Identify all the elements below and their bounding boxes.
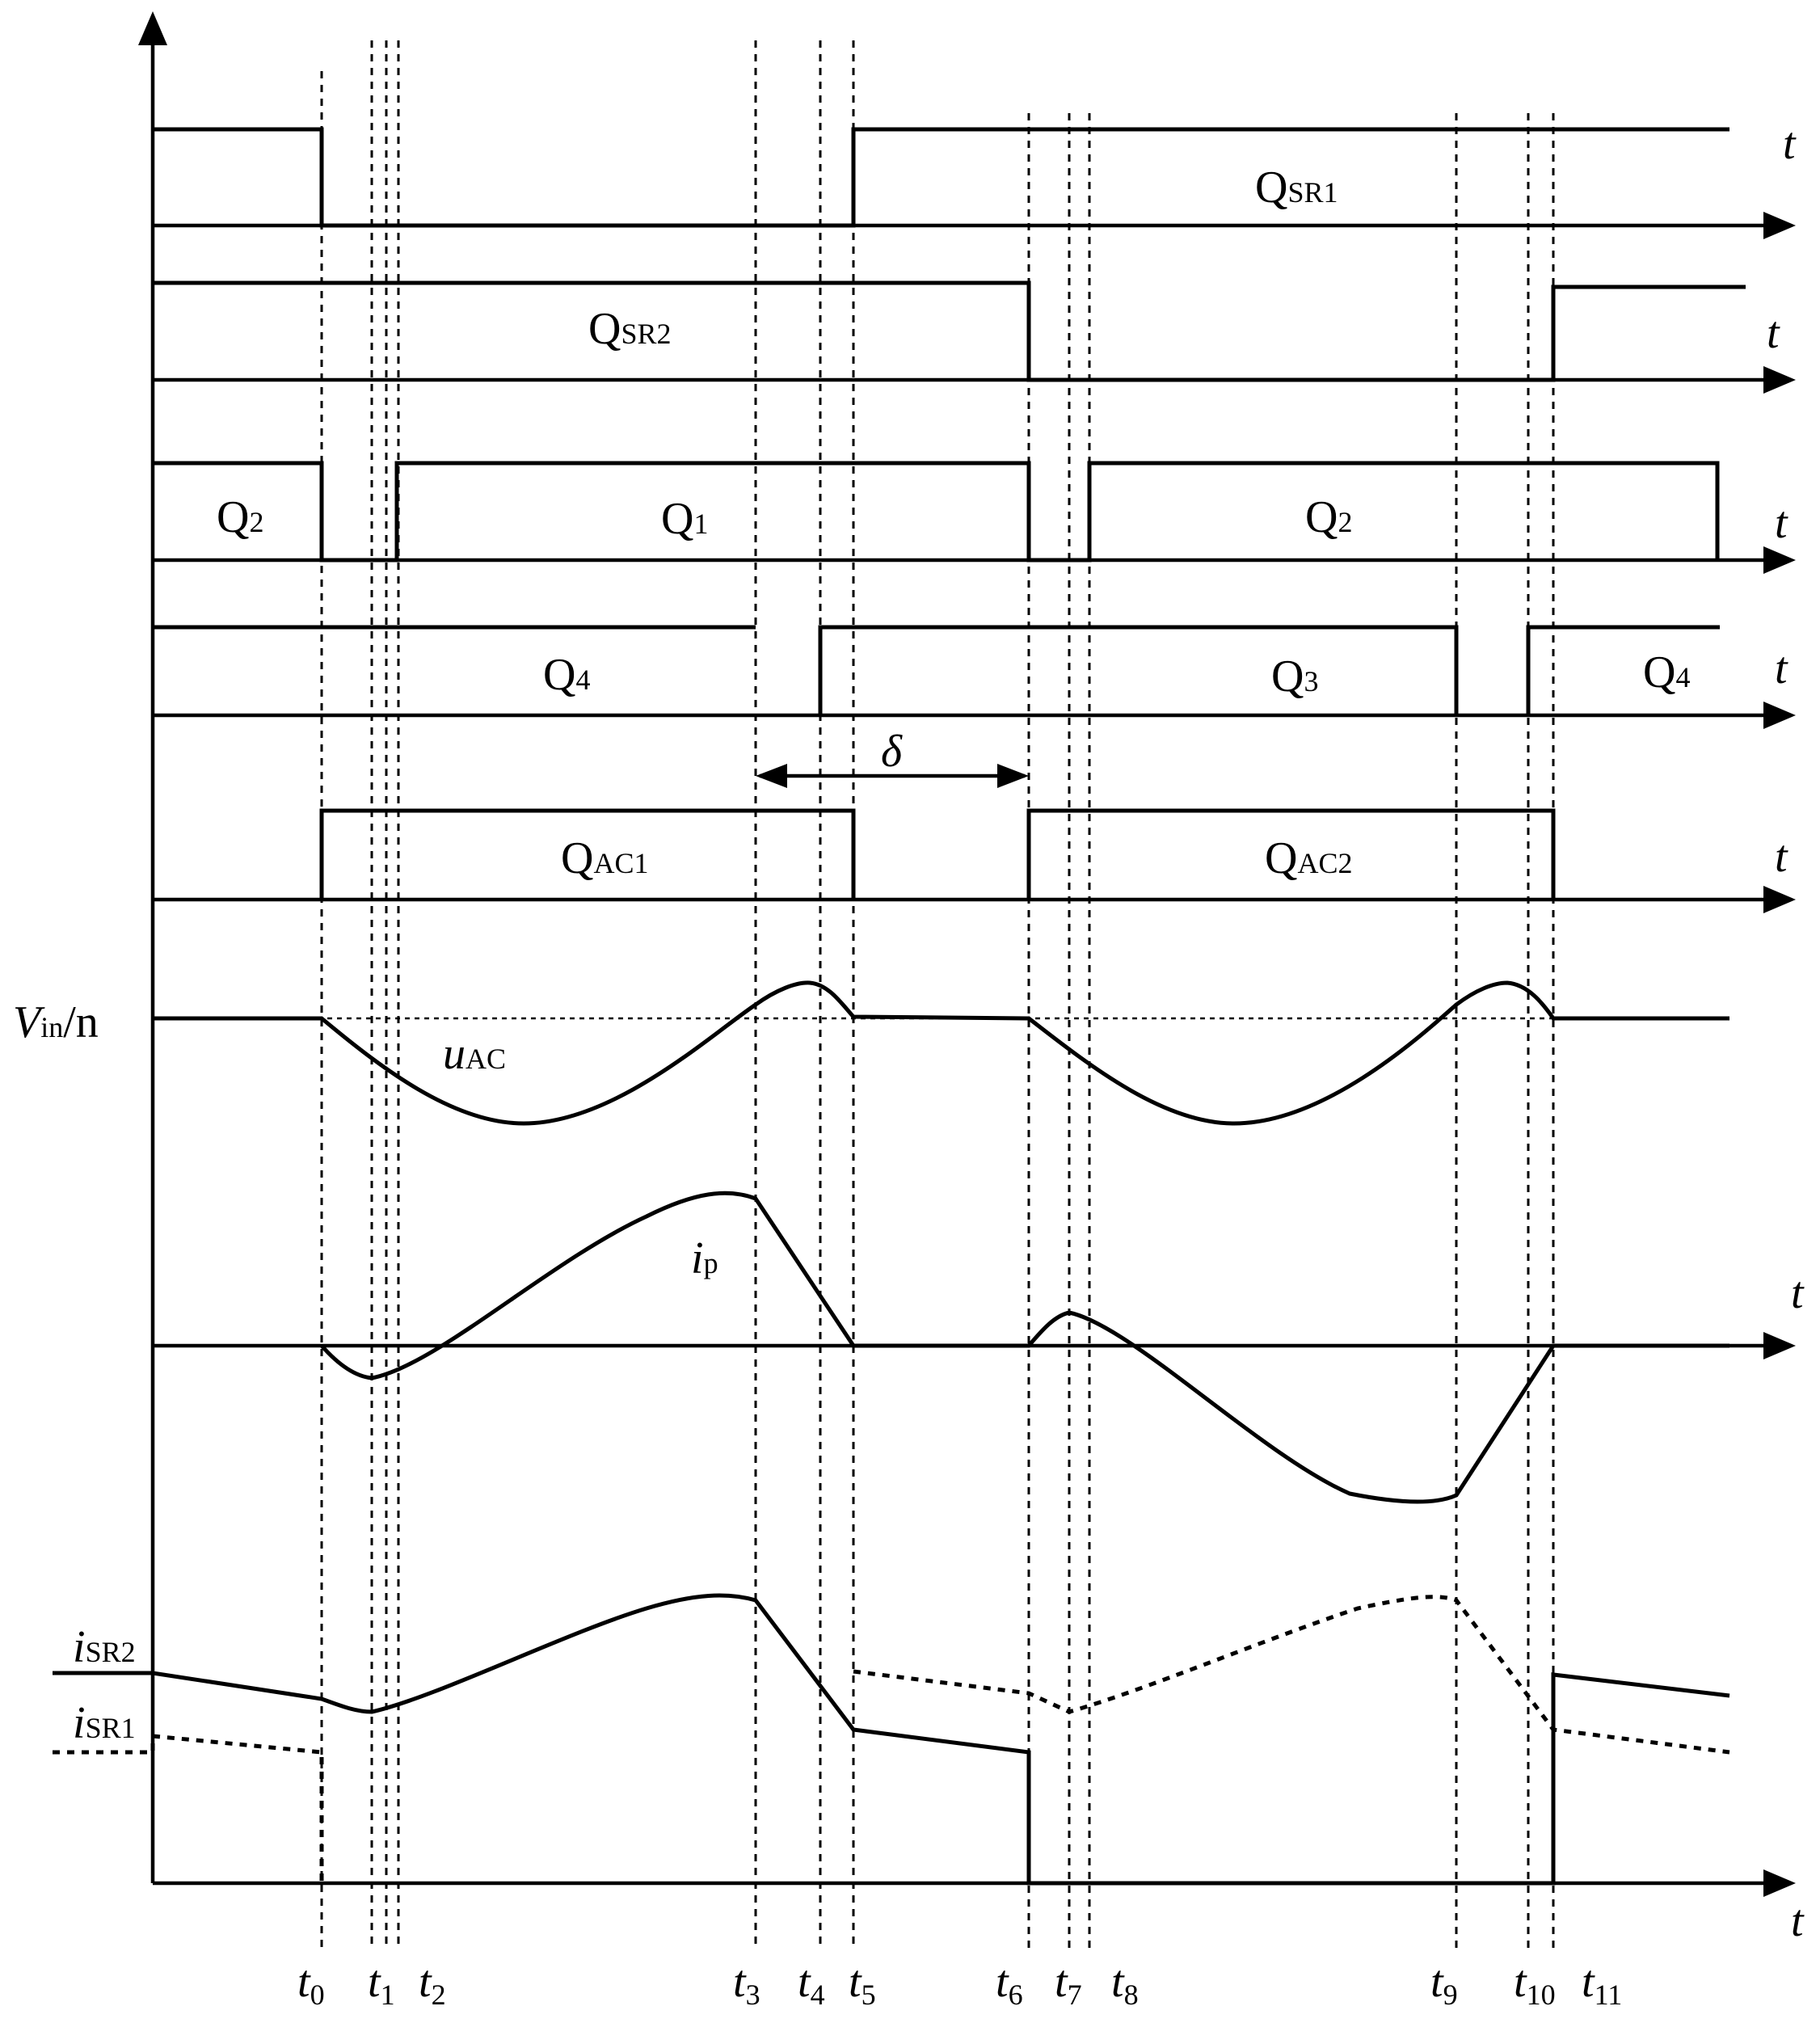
axis-qsr1-arrowhead — [1763, 212, 1796, 239]
q1-label: Q1 — [661, 494, 708, 544]
uac-waveform — [153, 980, 1729, 1126]
time-marker-label-t3: t3 — [733, 1957, 760, 2011]
axis-qac-arrowhead — [1763, 886, 1796, 913]
time-marker-label-t6: t6 — [996, 1957, 1023, 2011]
time-marker-lines — [320, 40, 1555, 1948]
axis-t-label: t — [1767, 308, 1780, 358]
time-marker-label-t7: t7 — [1055, 1957, 1082, 2011]
time-marker-label-t10: t10 — [1514, 1957, 1556, 2011]
qsr2-waveform — [153, 280, 1746, 382]
isr2-waveform — [53, 1593, 1730, 1886]
qsr2-label: QSR2 — [588, 304, 672, 354]
axis-t-labels: t t t t t t t — [1767, 119, 1805, 1946]
axis-t-label: t — [1791, 1896, 1805, 1946]
qsr1-label: QSR1 — [1255, 162, 1338, 213]
axis-t-label: t — [1791, 1268, 1805, 1318]
q3q4-waveform — [153, 625, 1720, 715]
axis-t-label: t — [1775, 498, 1788, 548]
qac1-label: QAC1 — [561, 833, 648, 883]
q2-left-label: Q2 — [217, 492, 263, 542]
time-marker-label-t8: t8 — [1111, 1957, 1139, 2011]
axis-q1q2-arrowhead — [1763, 546, 1796, 574]
axis-ip-arrowhead — [1763, 1332, 1796, 1359]
isr1-waveform — [53, 1595, 1730, 1883]
axis-isr-arrowhead — [1763, 1869, 1796, 1897]
time-marker-labels: t0 t1 t2 t3 t4 t5 t6 t7 t8 t9 t10 t11 — [297, 1957, 1622, 2011]
delta-arrowhead-right — [997, 764, 1029, 788]
delta-label: δ — [881, 727, 903, 777]
q4-right-label: Q4 — [1643, 647, 1690, 698]
uac-label: uAC — [443, 1029, 506, 1079]
time-marker-label-t11: t11 — [1582, 1957, 1622, 2011]
time-marker-label-t4: t4 — [798, 1957, 825, 2011]
qac2-label: QAC2 — [1265, 833, 1352, 883]
vin-label: Vin/n — [13, 997, 99, 1047]
isr1-label: iSR1 — [73, 1698, 136, 1748]
time-marker-label-t0: t0 — [297, 1957, 325, 2011]
ip-waveform — [320, 1191, 1729, 1504]
qsr1-waveform — [153, 127, 1729, 228]
axis-t-label: t — [1775, 643, 1788, 693]
axis-t-label: t — [1775, 832, 1788, 882]
q1q2-waveform — [153, 461, 1720, 563]
time-marker-label-t1: t1 — [368, 1957, 395, 2011]
q3-label: Q3 — [1271, 651, 1318, 702]
qac-waveform — [319, 808, 1556, 900]
time-marker-label-t2: t2 — [419, 1957, 446, 2011]
time-marker-label-t9: t9 — [1430, 1957, 1458, 2011]
axis-q3q4-arrowhead — [1763, 702, 1796, 729]
axis-qsr2-arrowhead — [1763, 366, 1796, 394]
ip-label: ip — [691, 1233, 718, 1283]
vertical-axis-arrowhead — [138, 11, 167, 45]
q4-mid-label: Q4 — [543, 650, 590, 700]
delta-arrowhead-left — [756, 764, 787, 788]
axis-t-label: t — [1783, 119, 1797, 169]
time-marker-label-t5: t5 — [849, 1957, 876, 2011]
q2-right-label: Q2 — [1305, 492, 1352, 542]
isr2-label: iSR2 — [73, 1622, 136, 1672]
